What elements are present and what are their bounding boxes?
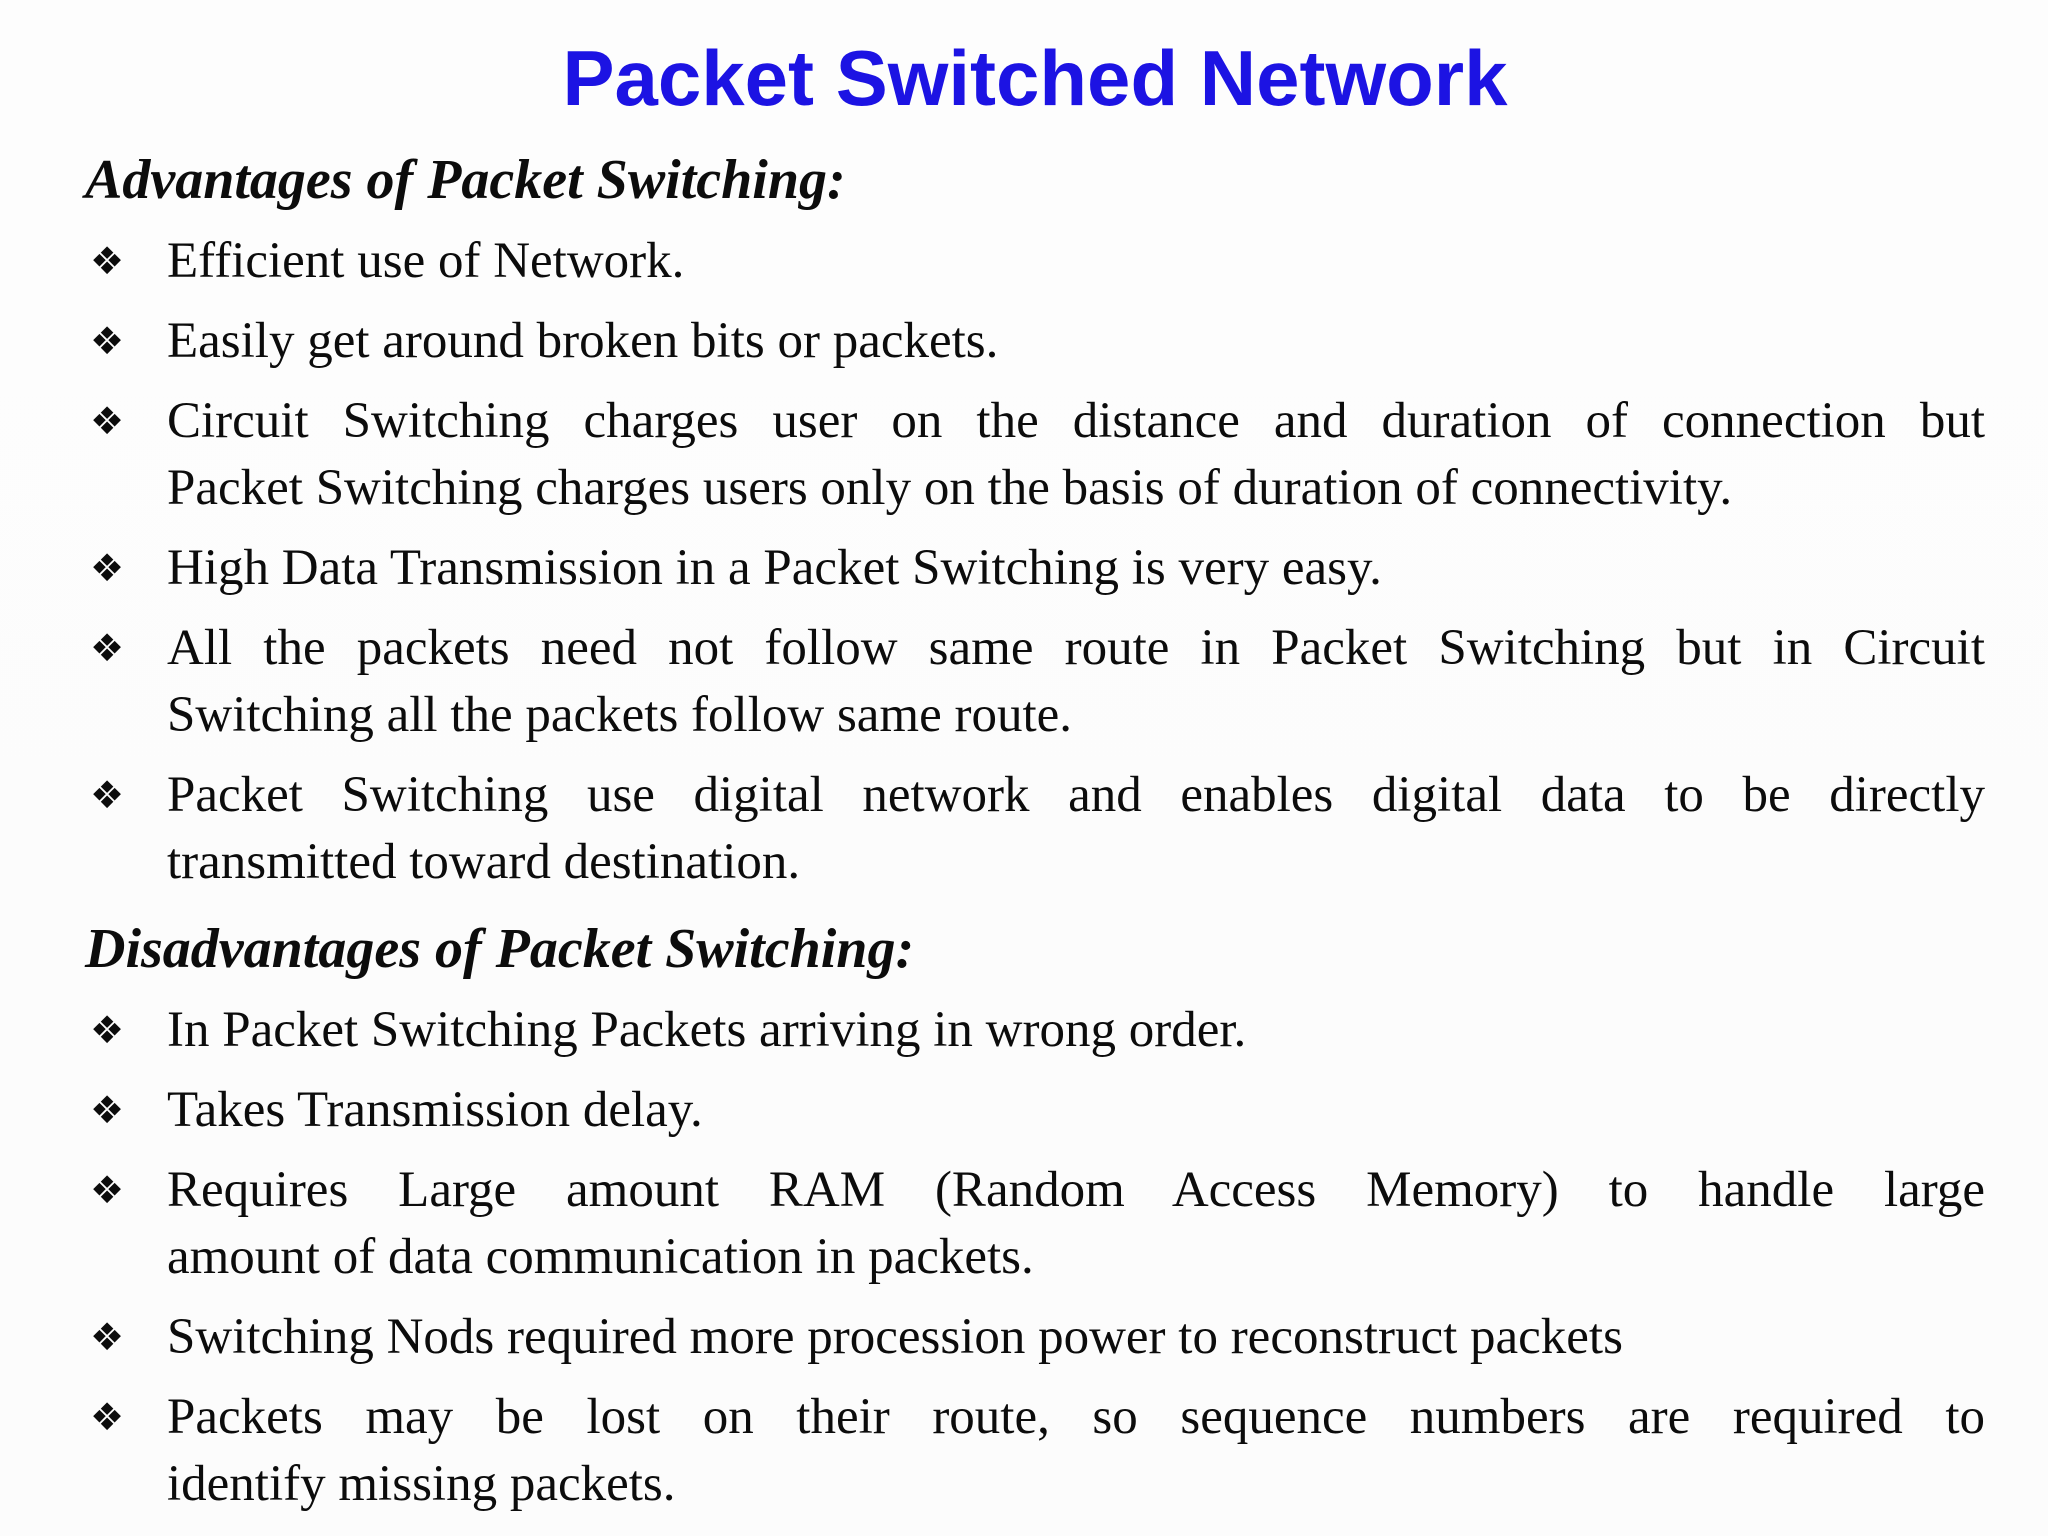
list-item: ❖ Takes Transmission delay.	[85, 1077, 1985, 1144]
list-item: ❖ Efficient use of Network.	[85, 228, 1985, 295]
list-item: ❖ High Data Transmission in a Packet Swit…	[85, 535, 1985, 602]
bullet-diamond-icon: ❖	[90, 1168, 125, 1212]
list-item-line: High Data Transmission in a Packet Switc…	[167, 540, 1382, 596]
bullet-diamond-icon: ❖	[90, 773, 125, 817]
list-item-line: Packets may be lost on their route, so s…	[167, 1389, 1985, 1445]
list-item-line: Switching Nods required more procession …	[167, 1309, 1623, 1365]
list-item: ❖ Circuit Switching charges user on the d…	[85, 388, 1985, 522]
list-item-line: In Packet Switching Packets arriving in …	[167, 1002, 1247, 1058]
list-item-line: Circuit Switching charges user on the di…	[167, 393, 1985, 449]
list-item-line: All the packets need not follow same rou…	[167, 620, 1985, 676]
section-heading: Advantages of Packet Switching:	[85, 149, 846, 211]
slide-title: Packet Switched Network	[562, 34, 1508, 122]
bullet-diamond-icon: ❖	[90, 239, 125, 283]
list-item-line: Packet Switching charges users only on t…	[167, 460, 1733, 516]
bullet-diamond-icon: ❖	[90, 399, 125, 443]
list-item: ❖ Switching Nods required more procession…	[85, 1304, 1985, 1371]
list-item: ❖ Easily get around broken bits or packet…	[85, 308, 1985, 375]
list-item-line: Easily get around broken bits or packets…	[167, 313, 999, 369]
list-item-line: Packet Switching use digital network and…	[167, 767, 1985, 823]
list-item: ❖ Packet Switching use digital network an…	[85, 762, 1985, 896]
list-item: ❖ Packets may be lost on their route, so …	[85, 1384, 1985, 1518]
list-item-line: Requires Large amount RAM (Random Access…	[167, 1162, 1985, 1218]
list-item: ❖ All the packets need not follow same ro…	[85, 615, 1985, 749]
list-item-line: Efficient use of Network.	[167, 233, 685, 289]
list-item-line: amount of data communication in packets.	[167, 1229, 1034, 1285]
list-item-line: Takes Transmission delay.	[167, 1082, 703, 1138]
list-item-line: identify missing packets.	[167, 1456, 676, 1512]
list-item: ❖ In Packet Switching Packets arriving in…	[85, 997, 1985, 1064]
section-heading: Disadvantages of Packet Switching:	[85, 918, 915, 980]
bullet-diamond-icon: ❖	[90, 1395, 125, 1439]
list-item-line: Switching all the packets follow same ro…	[167, 687, 1073, 743]
bullet-diamond-icon: ❖	[90, 319, 125, 363]
bullet-diamond-icon: ❖	[90, 546, 125, 590]
bullet-diamond-icon: ❖	[90, 626, 125, 670]
bullet-diamond-icon: ❖	[90, 1315, 125, 1359]
content-area: Advantages of Packet Switching: ❖ Efficien…	[85, 140, 1985, 1518]
list-item-line: transmitted toward destination.	[167, 834, 801, 890]
bullet-diamond-icon: ❖	[90, 1088, 125, 1132]
bullet-diamond-icon: ❖	[90, 1008, 125, 1052]
list-item: ❖ Requires Large amount RAM (Random Acces…	[85, 1157, 1985, 1291]
